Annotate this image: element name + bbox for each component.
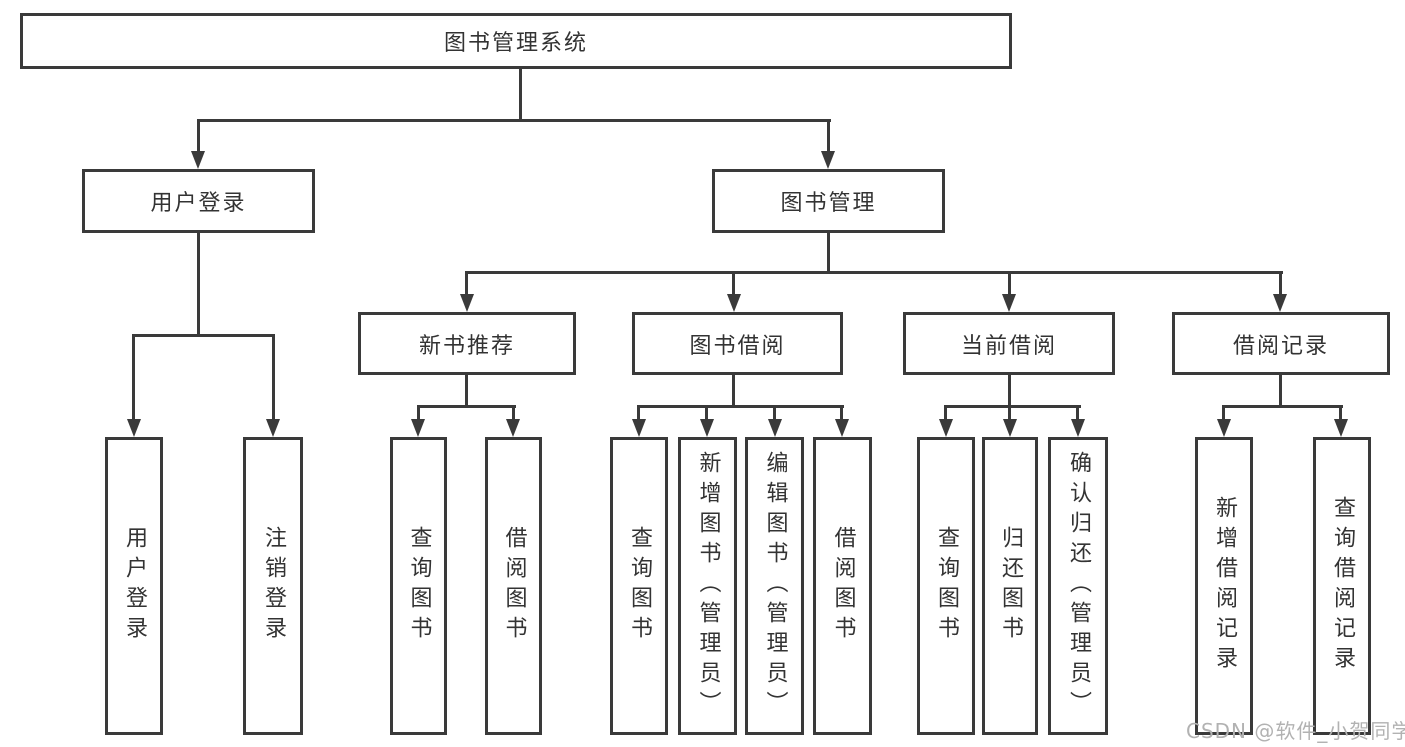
leaf-add-book-admin: 新增图书（管理员） xyxy=(678,437,737,735)
arrowhead-confirm-return-icon xyxy=(1071,419,1085,437)
connector-new-books-bar xyxy=(417,405,516,408)
leaf-query-book-1: 查询图书 xyxy=(390,437,447,735)
leaf-borrow-book-1: 借阅图书 xyxy=(485,437,542,735)
connector-user-login-stem xyxy=(197,233,200,337)
connector-borrow-records-stem xyxy=(1279,375,1282,407)
node-borrow-record: 借阅记录 xyxy=(1172,312,1390,375)
arrowhead-query-book-2-icon xyxy=(632,419,646,437)
connector-book-mgmt-bar xyxy=(465,271,1283,274)
connector-book-borrow-drop-1 xyxy=(637,405,640,423)
csdn-watermark: CSDN @软件_小贺同学 xyxy=(1186,719,1405,743)
arrowhead-leaf-logout-icon xyxy=(266,419,280,437)
node-user-login-label: 用户登录 xyxy=(150,191,247,216)
connector-root-drop-right xyxy=(827,119,830,154)
leaf-borrow-book-2-label: 借阅图书 xyxy=(830,526,856,646)
connector-borrow-records-bar xyxy=(1222,405,1343,408)
node-new-book-recommend: 新书推荐 xyxy=(358,312,576,375)
arrowhead-borrow-book-1-icon xyxy=(506,419,520,437)
leaf-borrow-book-1-label: 借阅图书 xyxy=(501,526,527,646)
connector-book-borrow-bar xyxy=(637,405,844,408)
arrowhead-return-book-icon xyxy=(1003,419,1017,437)
node-current-borrow: 当前借阅 xyxy=(903,312,1115,375)
node-current-borrow-label: 当前借阅 xyxy=(960,333,1057,359)
arrowhead-query-book-3-icon xyxy=(939,419,953,437)
leaf-user-login-label: 用户登录 xyxy=(122,526,147,646)
leaf-edit-book-admin-label: 编辑图书（管理员） xyxy=(762,451,788,721)
connector-current-borrow-stem xyxy=(1008,375,1011,407)
arrowhead-user-login-icon xyxy=(191,151,205,169)
node-user-login: 用户登录 xyxy=(82,169,315,233)
leaf-logout: 注销登录 xyxy=(243,437,303,735)
node-borrow-record-label: 借阅记录 xyxy=(1232,333,1329,359)
connector-new-books-stem xyxy=(465,375,468,407)
connector-user-login-drop-1 xyxy=(132,334,135,421)
connector-book-borrow-stem xyxy=(732,375,735,407)
connector-borrow-records-drop-1 xyxy=(1222,405,1225,423)
connector-user-login-bar xyxy=(132,334,275,337)
leaf-confirm-return-admin-label: 确认归还（管理员） xyxy=(1066,451,1091,721)
connector-l3-drop-3 xyxy=(1008,271,1011,297)
arrowhead-query-borrow-record-icon xyxy=(1334,419,1348,437)
arrowhead-leaf-user-login-icon xyxy=(127,419,141,437)
connector-book-borrow-drop-3 xyxy=(773,405,776,423)
leaf-query-book-1-label: 查询图书 xyxy=(406,526,432,646)
node-book-management: 图书管理 xyxy=(712,169,945,233)
arrowhead-edit-book-icon xyxy=(768,419,782,437)
connector-l3-drop-2 xyxy=(732,271,735,297)
leaf-query-borrow-record-label: 查询借阅记录 xyxy=(1330,496,1355,676)
leaf-borrow-book-2: 借阅图书 xyxy=(813,437,872,735)
connector-user-login-drop-2 xyxy=(272,334,275,421)
connector-root-bar xyxy=(197,119,831,122)
node-root: 图书管理系统 xyxy=(20,13,1012,69)
node-new-book-recommend-label: 新书推荐 xyxy=(418,333,515,359)
leaf-query-borrow-record: 查询借阅记录 xyxy=(1313,437,1371,735)
connector-book-borrow-drop-4 xyxy=(840,405,843,423)
connector-root-drop-left xyxy=(197,119,200,154)
leaf-return-book: 归还图书 xyxy=(982,437,1038,735)
arrowhead-borrow-book-2-icon xyxy=(835,419,849,437)
node-book-borrow: 图书借阅 xyxy=(632,312,843,375)
arrowhead-current-borrow-icon xyxy=(1002,294,1016,312)
arrowhead-book-management-icon xyxy=(821,151,835,169)
leaf-confirm-return-admin: 确认归还（管理员） xyxy=(1048,437,1108,735)
leaf-add-borrow-record-label: 新增借阅记录 xyxy=(1212,496,1237,676)
connector-l3-drop-4 xyxy=(1279,271,1282,297)
connector-current-borrow-bar xyxy=(944,405,1081,408)
connector-new-books-drop-1 xyxy=(417,405,420,423)
arrowhead-new-book-recommend-icon xyxy=(460,294,474,312)
leaf-query-book-3: 查询图书 xyxy=(917,437,975,735)
connector-current-borrow-drop-3 xyxy=(1076,405,1079,423)
leaf-query-book-3-label: 查询图书 xyxy=(934,526,959,646)
connector-root-stem xyxy=(519,69,522,121)
node-root-label: 图书管理系统 xyxy=(443,31,588,56)
connector-current-borrow-drop-2 xyxy=(1008,405,1011,423)
node-book-management-label: 图书管理 xyxy=(780,191,877,216)
node-book-borrow-label: 图书借阅 xyxy=(689,333,786,359)
arrowhead-borrow-record-icon xyxy=(1273,294,1287,312)
arrowhead-query-book-1-icon xyxy=(411,419,425,437)
leaf-query-book-2: 查询图书 xyxy=(610,437,668,735)
leaf-edit-book-admin: 编辑图书（管理员） xyxy=(745,437,804,735)
connector-book-mgmt-stem xyxy=(827,233,830,274)
leaf-return-book-label: 归还图书 xyxy=(998,526,1023,646)
arrowhead-book-borrow-icon xyxy=(727,294,741,312)
arrowhead-add-book-icon xyxy=(700,419,714,437)
leaf-add-book-admin-label: 新增图书（管理员） xyxy=(695,451,721,721)
leaf-query-book-2-label: 查询图书 xyxy=(627,526,652,646)
leaf-add-borrow-record: 新增借阅记录 xyxy=(1195,437,1253,735)
connector-l3-drop-1 xyxy=(465,271,468,297)
leaf-user-login: 用户登录 xyxy=(105,437,163,735)
connector-book-borrow-drop-2 xyxy=(705,405,708,423)
leaf-logout-label: 注销登录 xyxy=(261,526,286,646)
connector-borrow-records-drop-2 xyxy=(1339,405,1342,423)
arrowhead-add-borrow-record-icon xyxy=(1217,419,1231,437)
connector-new-books-drop-2 xyxy=(512,405,515,423)
connector-current-borrow-drop-1 xyxy=(944,405,947,423)
